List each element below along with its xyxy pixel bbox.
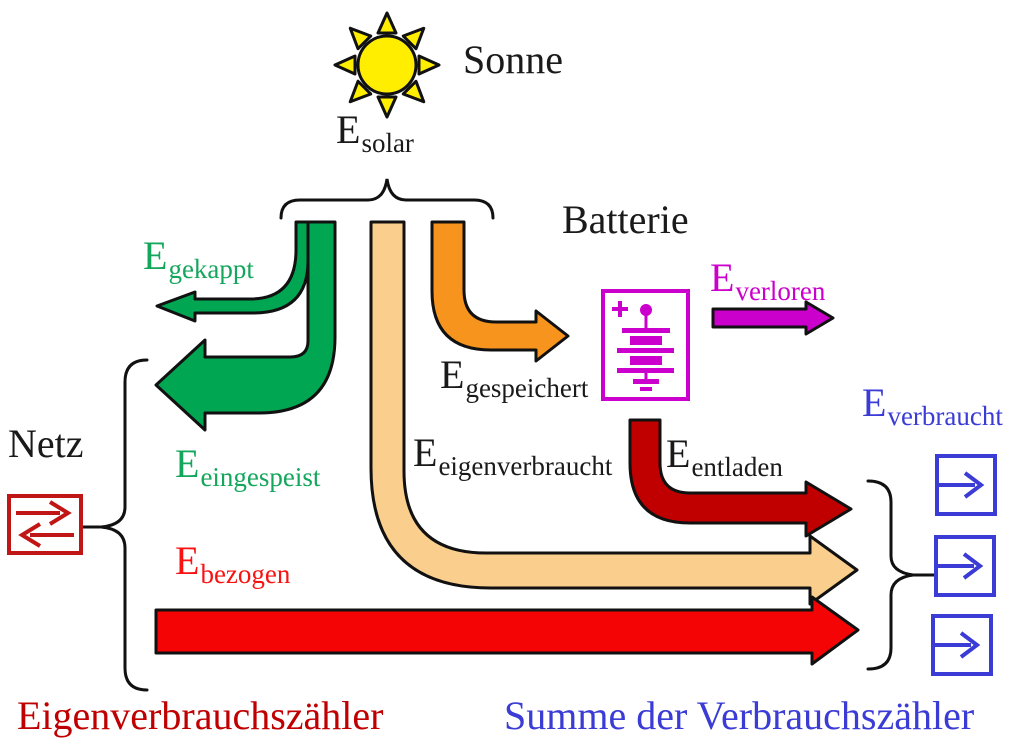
battery-plus-sign (612, 301, 628, 317)
grid-export-arrow (16, 500, 72, 526)
sun-disc (356, 34, 418, 96)
e-eingespeist-label: Eeingespeist (175, 441, 321, 492)
sun-rays (333, 11, 441, 119)
flow-bezogen-arrow (154, 595, 860, 666)
e-bezogen-label: Ebezogen (175, 538, 291, 589)
sun-label: Sonne (463, 37, 563, 82)
e-solar-label: Esolar (336, 107, 414, 158)
flow-gekappt-arrow (155, 220, 310, 323)
flow-verloren-arrow (711, 300, 835, 336)
flow-eingespeist-arrow (154, 220, 337, 432)
self-consumption-meter-label: Eigenverbrauchszähler (17, 693, 384, 738)
e-gespeichert-label: Egespeichert (440, 352, 589, 403)
grid-bidirectional-meter-icon (7, 494, 83, 555)
e-verloren-label: Everloren (710, 255, 826, 306)
e-entladen-label: Eentladen (666, 431, 783, 482)
e-gekappt-label: Egekappt (143, 233, 254, 284)
netz-group-brace (100, 358, 149, 692)
e-verbraucht-label: Everbraucht (862, 380, 1003, 431)
battery-label: Batterie (562, 197, 689, 242)
flow-entladen-arrow (628, 418, 853, 538)
grid-label: Netz (8, 421, 84, 466)
e-eigenverbraucht-label: Eeigenverbraucht (413, 430, 613, 481)
solar-split-brace (279, 178, 495, 220)
flow-eigenverbraucht-arrow (369, 220, 859, 606)
flow-gespeichert-arrow (430, 220, 570, 363)
consumption-meter-icon (935, 454, 997, 516)
grid-import-arrow (18, 522, 74, 548)
meter-group-brace (866, 479, 914, 671)
battery-icon (601, 289, 690, 401)
consumption-meter-icon (931, 614, 993, 676)
battery-terminal-dot (640, 304, 652, 316)
consumption-meter-icon (934, 535, 996, 597)
sun-icon (333, 11, 441, 119)
sum-of-consumption-meters-label: Summe der Verbrauchszähler (504, 693, 975, 738)
